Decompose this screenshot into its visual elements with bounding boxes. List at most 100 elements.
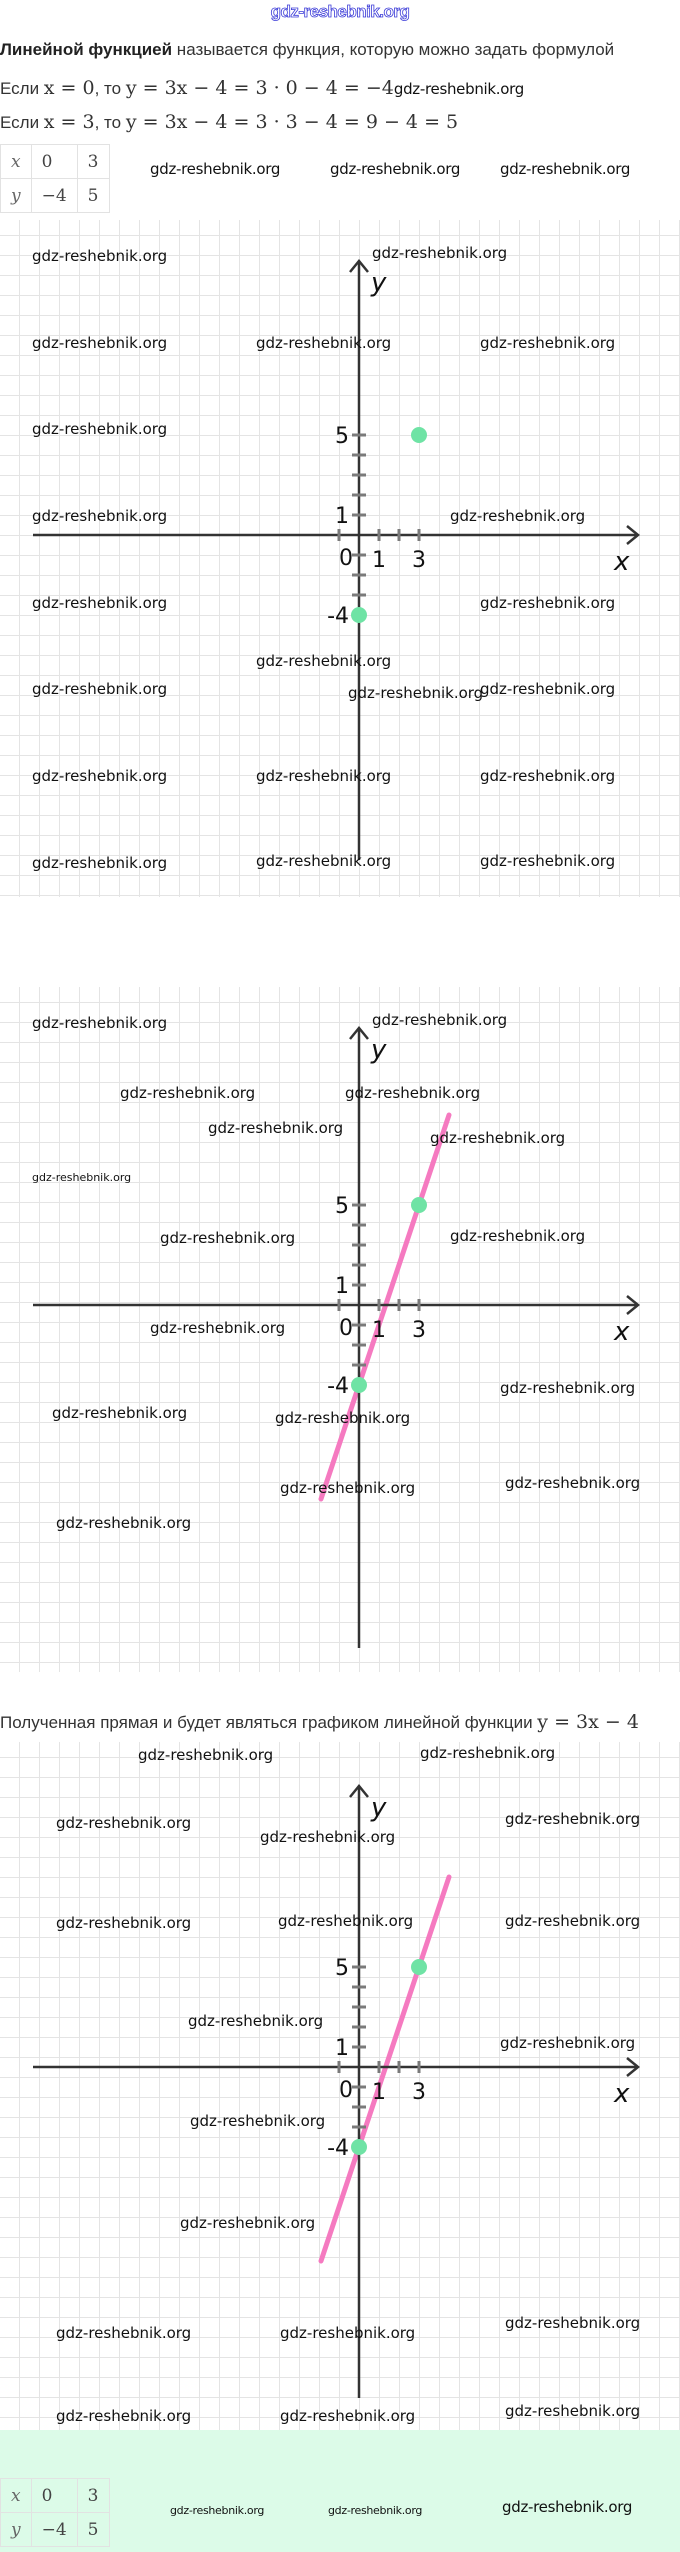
watermark: gdz-reshebnik.org bbox=[480, 852, 615, 870]
watermark: gdz-reshebnik.org bbox=[32, 420, 167, 438]
watermark: gdz-reshebnik.org bbox=[32, 1014, 167, 1032]
watermark: gdz-reshebnik.org bbox=[372, 244, 507, 262]
watermark: gdz-reshebnik.org bbox=[160, 1229, 295, 1247]
function-line bbox=[318, 1874, 452, 2264]
watermark: gdz-reshebnik.org bbox=[500, 1379, 635, 1397]
watermark: gdz-reshebnik.org bbox=[430, 1129, 565, 1147]
watermark: gdz-reshebnik.org bbox=[256, 652, 391, 670]
x-axis-label: x bbox=[613, 1317, 630, 1347]
origin-label: 0 bbox=[339, 1316, 353, 1341]
table-row: x 0 3 bbox=[0, 2478, 110, 2513]
y-tick-label: 1 bbox=[335, 1274, 349, 1299]
conclusion-formula: y = 3x − 4 bbox=[537, 1711, 639, 1733]
x-axis-label: x bbox=[613, 547, 630, 577]
watermark: gdz-reshebnik.org bbox=[208, 1119, 343, 1137]
watermark: gdz-reshebnik.org bbox=[330, 160, 461, 178]
watermark: gdz-reshebnik.org bbox=[420, 1744, 555, 1762]
watermark: gdz-reshebnik.org bbox=[56, 1914, 191, 1932]
watermark: gdz-reshebnik.org bbox=[348, 684, 483, 702]
watermark: gdz-reshebnik.org bbox=[480, 594, 615, 612]
table-header-cell: x bbox=[0, 2478, 32, 2513]
y-tick-label: -4 bbox=[327, 2136, 349, 2161]
summary-panel: x 0 3 y −4 5 gdz-reshebnik.org gdz-reshe… bbox=[0, 2430, 680, 2552]
watermark: gdz-reshebnik.org bbox=[345, 1084, 480, 1102]
x-axis-arrow-icon bbox=[626, 1295, 640, 1315]
table-cell: 5 bbox=[76, 178, 110, 213]
table-cell: 0 bbox=[30, 2478, 78, 2513]
x-tick-label: 1 bbox=[372, 548, 386, 573]
y-tick-label: 5 bbox=[335, 1956, 349, 1981]
watermark: gdz-reshebnik.org bbox=[56, 2407, 191, 2425]
y-axis-arrow-icon bbox=[349, 1784, 369, 1798]
table-cell: 5 bbox=[76, 2512, 110, 2547]
watermark: gdz-reshebnik.org bbox=[190, 2112, 325, 2130]
watermark: gdz-reshebnik.org bbox=[32, 680, 167, 698]
table-cell: 3 bbox=[76, 2478, 110, 2513]
watermark: gdz-reshebnik.org bbox=[32, 507, 167, 525]
y-axis-label: y bbox=[370, 1035, 387, 1065]
watermark: gdz-reshebnik.org bbox=[32, 247, 167, 265]
x-axis-arrow-icon bbox=[626, 2057, 640, 2077]
y-tick-label: -4 bbox=[327, 1374, 349, 1399]
watermark: gdz-reshebnik.org bbox=[500, 160, 631, 178]
definition-term: Линейной функцией bbox=[0, 40, 173, 59]
watermark: gdz-reshebnik.org bbox=[52, 1404, 187, 1422]
conclusion-sentence: Полученная прямая и будет являться графи… bbox=[0, 1713, 538, 1732]
watermark: gdz-reshebnik.org bbox=[260, 1828, 395, 1846]
value-table: x 0 3 y −4 5 bbox=[0, 144, 110, 213]
case-mid: , то bbox=[94, 113, 126, 132]
y-tick-label: 1 bbox=[335, 504, 349, 529]
table-row: x 0 3 bbox=[0, 144, 110, 179]
x-tick-label: 3 bbox=[412, 2080, 426, 2105]
x-tick-label: 1 bbox=[372, 2080, 386, 2105]
watermark: gdz-reshebnik.org bbox=[502, 2498, 633, 2516]
case-condition: x = 0 bbox=[43, 77, 95, 99]
data-point bbox=[351, 607, 367, 623]
watermark: gdz-reshebnik.org bbox=[150, 1319, 285, 1337]
watermark: gdz-reshebnik.org bbox=[32, 594, 167, 612]
watermark: gdz-reshebnik.org bbox=[56, 1814, 191, 1832]
case-x0: Если x = 0, то y = 3x − 4 = 3 · 0 − 4 = … bbox=[0, 76, 524, 101]
case-prefix: Если bbox=[0, 79, 44, 98]
watermark: gdz-reshebnik.org bbox=[256, 334, 391, 352]
watermark: gdz-reshebnik.org bbox=[393, 80, 524, 98]
watermark: gdz-reshebnik.org bbox=[32, 1171, 131, 1184]
watermark: gdz-reshebnik.org bbox=[56, 1514, 191, 1532]
data-point bbox=[351, 2139, 367, 2155]
data-point bbox=[411, 1197, 427, 1213]
watermark: gdz-reshebnik.org bbox=[170, 2504, 265, 2517]
header-watermark: gdz-reshebnik.org bbox=[270, 2, 410, 22]
watermark: gdz-reshebnik.org bbox=[278, 1912, 413, 1930]
watermark: gdz-reshebnik.org bbox=[505, 2314, 640, 2332]
case-prefix: Если bbox=[0, 113, 44, 132]
case-calculation: y = 3x − 4 = 3 · 3 − 4 = 9 − 4 = 5 bbox=[125, 111, 459, 133]
y-axis-arrow-icon bbox=[349, 259, 369, 273]
table-row: y −4 5 bbox=[0, 2512, 110, 2547]
watermark: gdz-reshebnik.org bbox=[280, 2324, 415, 2342]
x-tick-label: 3 bbox=[412, 1318, 426, 1343]
case-condition: x = 3 bbox=[43, 111, 95, 133]
watermark: gdz-reshebnik.org bbox=[256, 767, 391, 785]
data-point bbox=[351, 1377, 367, 1393]
watermark: gdz-reshebnik.org bbox=[480, 680, 615, 698]
watermark: gdz-reshebnik.org bbox=[280, 2407, 415, 2425]
y-tick-label: 5 bbox=[335, 1194, 349, 1219]
table-cell: 0 bbox=[30, 144, 78, 179]
watermark: gdz-reshebnik.org bbox=[505, 1810, 640, 1828]
table-header-cell: y bbox=[0, 178, 32, 213]
watermark: gdz-reshebnik.org bbox=[256, 852, 391, 870]
conclusion-text: Полученная прямая и будет являться графи… bbox=[0, 1710, 639, 1735]
data-point bbox=[411, 1959, 427, 1975]
y-axis-label: y bbox=[370, 268, 387, 298]
watermark: gdz-reshebnik.org bbox=[32, 854, 167, 872]
x-axis-label: x bbox=[613, 2079, 630, 2109]
x-tick-label: 3 bbox=[412, 548, 426, 573]
watermark: gdz-reshebnik.org bbox=[138, 1746, 273, 1764]
watermark: gdz-reshebnik.org bbox=[480, 767, 615, 785]
